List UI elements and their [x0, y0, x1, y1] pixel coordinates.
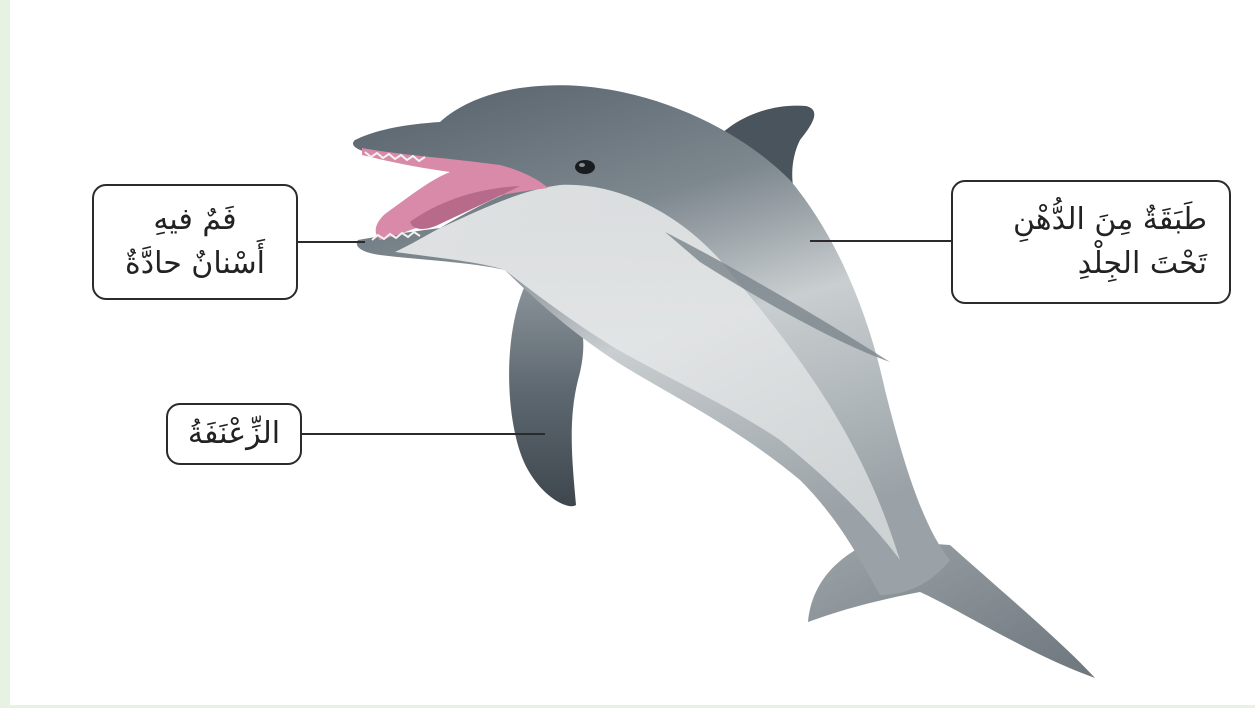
- mouth-label-line1: فَمٌ فيهِ: [94, 198, 296, 242]
- blubber-label-line1: طَبَقَةٌ مِنَ الدُّهْنِ: [953, 198, 1207, 242]
- flipper-label-box: الزِّعْنَفَةُ: [166, 403, 302, 465]
- blubber-label-line2: تَحْتَ الجِلْدِ: [953, 242, 1207, 286]
- dolphin-tail-fluke: [808, 540, 1095, 678]
- dolphin-eye: [575, 160, 595, 174]
- mouth-label-line2: أَسْنانٌ حادَّةٌ: [94, 242, 296, 286]
- blubber-label-box: طَبَقَةٌ مِنَ الدُّهْنِ تَحْتَ الجِلْدِ: [951, 180, 1231, 304]
- mouth-label-box: فَمٌ فيهِ أَسْنانٌ حادَّةٌ: [92, 184, 298, 300]
- flipper-label: الزِّعْنَفَةُ: [168, 412, 300, 456]
